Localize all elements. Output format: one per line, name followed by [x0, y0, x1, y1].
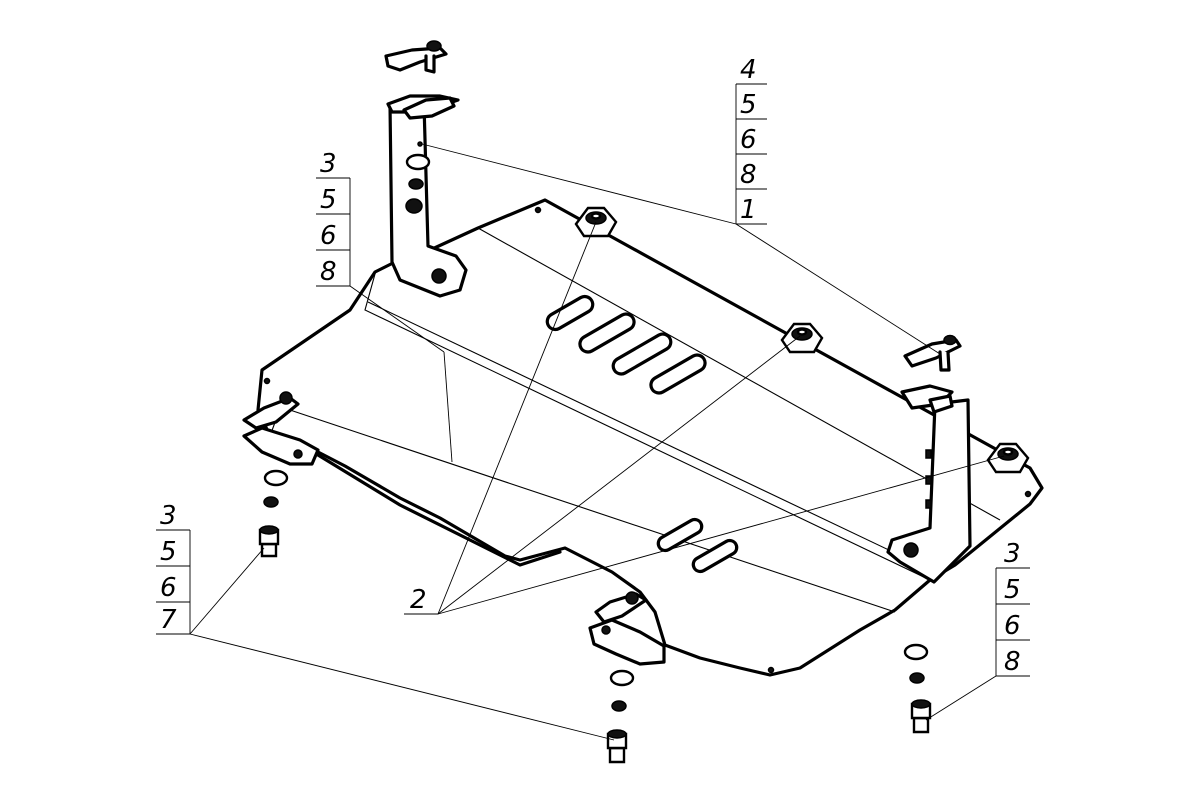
washer: [903, 643, 929, 661]
nut: [263, 496, 279, 508]
callout-label: 3: [160, 501, 177, 531]
callout-label: 7: [160, 605, 177, 635]
leader-lines: [189, 143, 1005, 741]
vent-slots-upper: [545, 294, 707, 395]
callout-label: 6: [160, 573, 177, 603]
bolt-right: [910, 699, 932, 734]
callout-stack-top-right: 4 5 6 8 1: [735, 55, 767, 225]
plate-bend-line-2: [367, 301, 936, 573]
plate-hole: [263, 377, 271, 385]
left-lower-bracket: [242, 391, 320, 466]
bolt-left: [258, 525, 280, 558]
nut: [909, 672, 925, 684]
washer: [405, 153, 431, 171]
plate-lower-rim: [316, 453, 562, 567]
plate-bend-line-1: [364, 273, 931, 581]
callout-stack-upper-left: 3 5 6 8: [316, 149, 351, 287]
vent-slot: [649, 353, 707, 395]
right-vertical-bracket: [886, 384, 972, 584]
vent-slot: [611, 332, 673, 376]
callout-label: 5: [160, 537, 177, 567]
top-right-clip: [903, 334, 962, 372]
callout-label: 6: [1004, 611, 1021, 641]
callout-stack-lower-left: 3 5 6 7: [156, 501, 191, 635]
skid-plate-outline: [256, 198, 1044, 677]
callout-label: 8: [320, 257, 337, 287]
washer: [609, 669, 635, 687]
callout-stack-lower-right: 3 5 6 8: [995, 539, 1030, 677]
vent-slots-lower: [656, 517, 739, 574]
callout-label: 5: [320, 185, 337, 215]
callout-label: 5: [1004, 575, 1021, 605]
plate-hole: [534, 206, 542, 214]
vent-slot: [578, 312, 636, 354]
top-left-clip: [384, 40, 448, 74]
plate-bend-line-3: [289, 409, 896, 613]
callout-label: 8: [1004, 647, 1021, 677]
vent-slot: [656, 517, 704, 553]
plate-bend-line-top: [477, 227, 1001, 521]
plate-hole: [1024, 490, 1032, 498]
front-lower-bracket: [588, 591, 666, 666]
left-vertical-bracket: [386, 94, 468, 298]
callout-label: 5: [740, 90, 757, 120]
callout-label: 3: [1004, 539, 1021, 569]
callout-label: 6: [740, 125, 757, 155]
bolt-front: [606, 729, 628, 764]
plate-hole: [767, 666, 775, 674]
washer: [263, 469, 289, 487]
callout-label: 2: [410, 585, 427, 615]
screw-marker: [417, 141, 423, 147]
callout-label: 1: [740, 195, 757, 225]
nut: [408, 178, 424, 190]
nut: [611, 700, 627, 712]
callout-label: 3: [320, 149, 337, 179]
mounting-boss-2: [780, 322, 824, 354]
mounting-boss-3: [986, 442, 1030, 474]
callout-center: 2: [404, 585, 438, 615]
callout-label: 8: [740, 160, 757, 190]
callout-label: 6: [320, 221, 337, 251]
vent-slot: [691, 538, 739, 574]
callout-label: 4: [740, 55, 757, 85]
nut: [405, 198, 423, 214]
